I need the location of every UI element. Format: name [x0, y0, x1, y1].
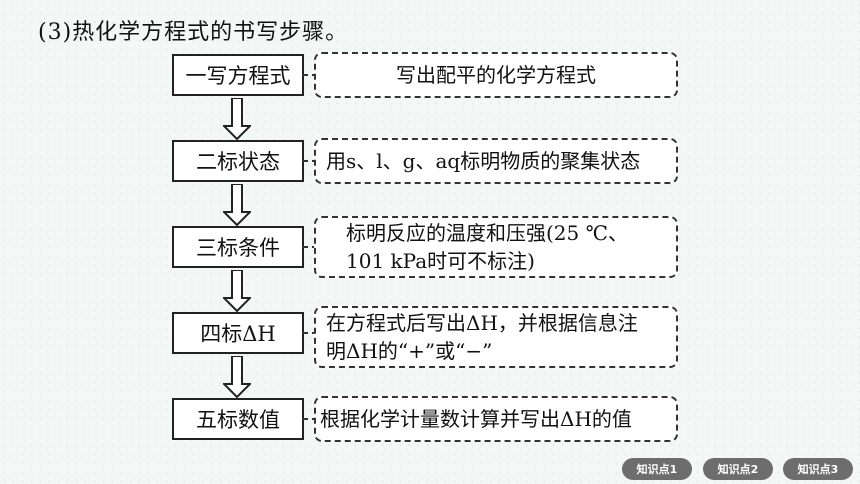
connector-2	[302, 160, 318, 162]
step-3-desc-line2: 101 kPa时可不标注)	[346, 249, 535, 273]
step-1-label: 一写方程式	[185, 64, 291, 88]
down-arrow-icon	[223, 184, 251, 226]
page-title: (3)热化学方程式的书写步骤。	[38, 20, 349, 45]
connector-1	[302, 74, 318, 76]
step-3-box: 三标条件	[172, 226, 304, 268]
step-3-label: 三标条件	[196, 236, 280, 260]
connector-4	[302, 332, 318, 334]
step-4-box: 四标ΔH	[172, 312, 304, 354]
nav-button-knowledge-3[interactable]: 知识点3	[783, 458, 853, 480]
step-4-desc-line2: 明ΔH的“+”或“−”	[326, 339, 493, 363]
step-4-label: 四标ΔH	[200, 322, 276, 346]
nav-button-knowledge-1[interactable]: 知识点1	[622, 458, 692, 480]
step-2-desc: 用s、l、g、aq标明物质的聚集状态	[326, 149, 641, 173]
down-arrow-icon	[223, 270, 251, 312]
connector-5	[302, 418, 318, 420]
step-5-desc: 根据化学计量数计算并写出ΔH的值	[320, 407, 632, 431]
step-4-desc-line1: 在方程式后写出ΔH，并根据信息注	[326, 311, 638, 335]
step-1-desc: 写出配平的化学方程式	[396, 63, 596, 87]
step-2-desc-box: 用s、l、g、aq标明物质的聚集状态	[314, 138, 678, 184]
nav-button-knowledge-2[interactable]: 知识点2	[703, 458, 773, 480]
step-1-box: 一写方程式	[172, 54, 304, 96]
step-3-desc-line1: 标明反应的温度和压强(25 ℃、	[346, 221, 628, 245]
step-5-desc-box: 根据化学计量数计算并写出ΔH的值	[314, 396, 678, 442]
step-5-box: 五标数值	[172, 398, 304, 440]
step-4-desc-box: 在方程式后写出ΔH，并根据信息注 明ΔH的“+”或“−”	[314, 306, 678, 368]
connector-3	[302, 246, 318, 248]
step-1-desc-box: 写出配平的化学方程式	[314, 52, 678, 98]
step-2-label: 二标状态	[196, 150, 280, 174]
down-arrow-icon	[223, 98, 251, 140]
step-3-desc-box: 标明反应的温度和压强(25 ℃、 101 kPa时可不标注)	[314, 216, 678, 278]
down-arrow-icon	[223, 356, 251, 398]
step-5-label: 五标数值	[196, 408, 280, 432]
step-2-box: 二标状态	[172, 140, 304, 182]
